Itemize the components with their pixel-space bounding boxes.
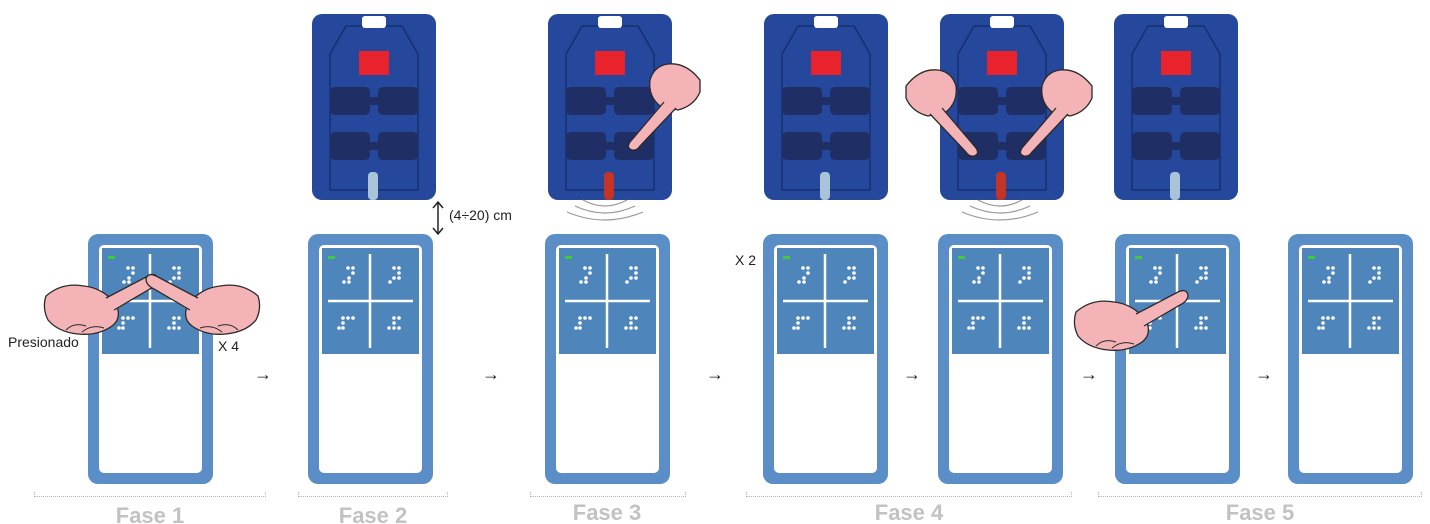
arrow-icon: → bbox=[482, 364, 500, 384]
distance-label: (4÷20) cm bbox=[449, 207, 512, 223]
times-two-label: X 2 bbox=[735, 252, 757, 268]
phase1-label: Fase 1 bbox=[115, 503, 185, 524]
signal-waves-phase3 bbox=[566, 199, 644, 221]
phase2-label: Fase 2 bbox=[338, 503, 408, 524]
card-phase4b bbox=[936, 232, 1065, 486]
reader-phase3 bbox=[547, 13, 673, 201]
reader-phase2 bbox=[311, 13, 437, 201]
phase2-bracket bbox=[298, 492, 448, 497]
reader-phase5 bbox=[1113, 13, 1239, 201]
arrow-icon: → bbox=[706, 364, 724, 384]
reader-phase4a bbox=[763, 13, 889, 201]
phase3-bracket bbox=[530, 492, 686, 497]
card-phase4a bbox=[761, 232, 890, 486]
phase5-label: Fase 5 bbox=[1225, 500, 1295, 524]
reader-phase4b bbox=[939, 13, 1065, 201]
phase4-bracket bbox=[746, 492, 1072, 497]
card-phase5b bbox=[1286, 232, 1415, 486]
phase5-bracket bbox=[1098, 492, 1422, 497]
times-four-label: X 4 bbox=[218, 338, 240, 354]
phase3-label: Fase 3 bbox=[572, 500, 642, 524]
arrow-icon: → bbox=[1255, 364, 1273, 384]
phase4-label: Fase 4 bbox=[874, 500, 944, 524]
signal-waves-phase4 bbox=[961, 199, 1039, 221]
card-phase3 bbox=[543, 232, 672, 486]
arrow-icon: → bbox=[1080, 364, 1098, 384]
arrow-icon: → bbox=[903, 364, 921, 384]
card-phase5a bbox=[1113, 232, 1242, 486]
pressed-label: Presionado bbox=[8, 334, 79, 350]
distance-arrow-icon bbox=[432, 200, 444, 236]
card-phase1 bbox=[86, 232, 215, 486]
arrow-icon: → bbox=[254, 364, 272, 384]
card-phase2 bbox=[306, 232, 435, 486]
phase1-bracket bbox=[34, 492, 266, 497]
